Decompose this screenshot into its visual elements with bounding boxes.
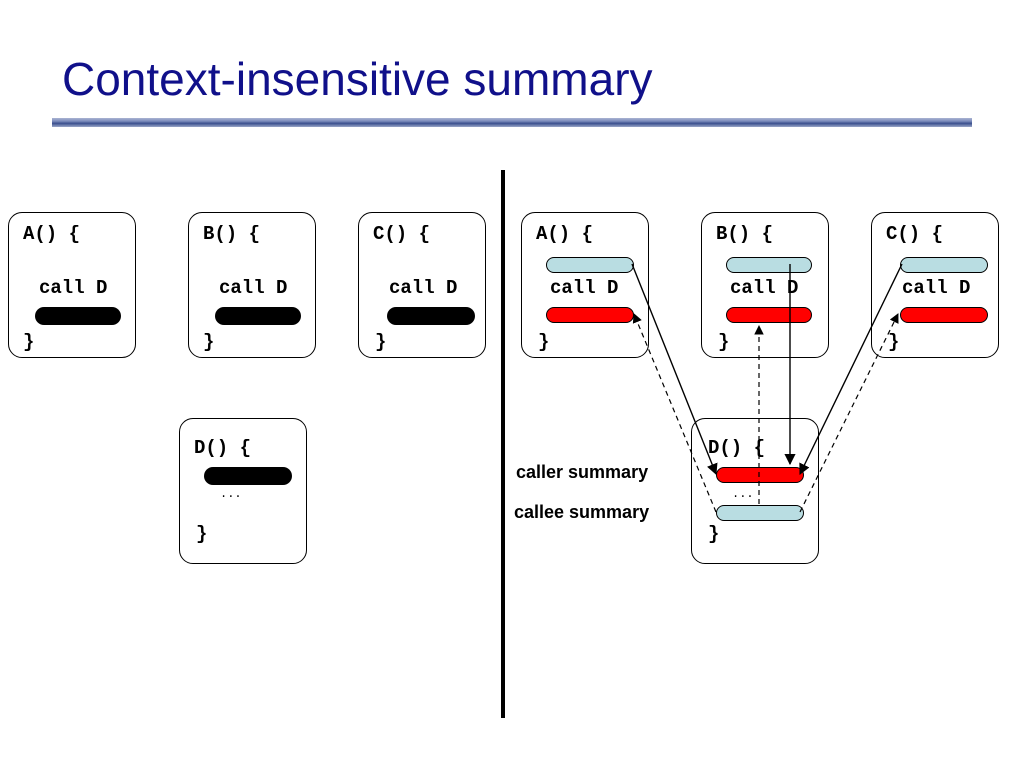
left-box-b-close: } bbox=[203, 331, 215, 353]
right-box-a-close: } bbox=[538, 331, 550, 353]
left-box-c: C() { call D } bbox=[358, 212, 486, 358]
right-box-c-call: call D bbox=[902, 277, 971, 299]
right-box-b: B() { call D } bbox=[701, 212, 829, 358]
left-box-c-call: call D bbox=[389, 277, 458, 299]
right-box-c-caller-summary bbox=[900, 307, 988, 323]
right-box-d-callee-summary bbox=[716, 505, 804, 521]
left-box-d-summary-bar bbox=[204, 467, 292, 485]
right-box-a: A() { call D } bbox=[521, 212, 649, 358]
right-box-a-call: call D bbox=[550, 277, 619, 299]
left-box-b-summary-bar bbox=[215, 307, 301, 325]
caller-summary-label: caller summary bbox=[516, 462, 649, 482]
left-box-a-summary-bar bbox=[35, 307, 121, 325]
right-box-b-close: } bbox=[718, 331, 730, 353]
right-box-d-dots: ... bbox=[732, 487, 754, 501]
left-box-c-summary-bar bbox=[387, 307, 475, 325]
right-box-c-close: } bbox=[888, 331, 900, 353]
right-box-c: C() { call D } bbox=[871, 212, 999, 358]
left-box-d: D() { ... } bbox=[179, 418, 307, 564]
right-box-c-header: C() { bbox=[886, 223, 944, 245]
left-box-d-header: D() { bbox=[194, 437, 252, 459]
left-box-b-call: call D bbox=[219, 277, 288, 299]
right-box-a-caller-summary bbox=[546, 307, 634, 323]
left-box-c-close: } bbox=[375, 331, 387, 353]
title-underline bbox=[52, 118, 972, 127]
left-box-b-header: B() { bbox=[203, 223, 261, 245]
left-box-b: B() { call D } bbox=[188, 212, 316, 358]
right-box-b-call: call D bbox=[730, 277, 799, 299]
right-box-d-header: D() { bbox=[708, 437, 766, 459]
left-box-a-header: A() { bbox=[23, 223, 81, 245]
right-box-a-callee-summary bbox=[546, 257, 634, 273]
right-box-b-callee-summary bbox=[726, 257, 812, 273]
right-box-a-header: A() { bbox=[536, 223, 594, 245]
right-box-d-caller-summary bbox=[716, 467, 804, 483]
right-box-d: D() { ... } bbox=[691, 418, 819, 564]
right-box-b-header: B() { bbox=[716, 223, 774, 245]
left-box-a-close: } bbox=[23, 331, 35, 353]
left-box-c-header: C() { bbox=[373, 223, 431, 245]
left-box-d-dots: ... bbox=[220, 487, 242, 501]
left-box-a-call: call D bbox=[39, 277, 108, 299]
left-box-a: A() { call D } bbox=[8, 212, 136, 358]
right-box-c-callee-summary bbox=[900, 257, 988, 273]
panel-divider bbox=[501, 170, 505, 718]
callee-summary-label: callee summary bbox=[514, 502, 650, 522]
left-box-d-close: } bbox=[196, 523, 208, 545]
right-box-b-caller-summary bbox=[726, 307, 812, 323]
right-box-d-close: } bbox=[708, 523, 720, 545]
slide-title: Context-insensitive summary bbox=[62, 53, 653, 105]
